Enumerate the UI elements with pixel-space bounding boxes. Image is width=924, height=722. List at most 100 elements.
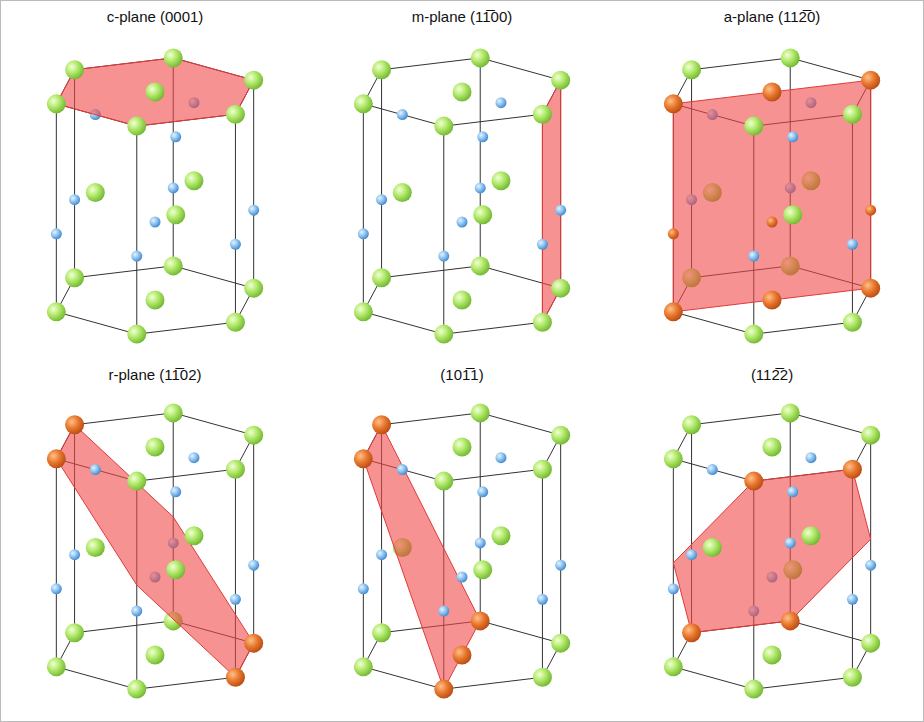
- cell-edge: [235, 114, 236, 322]
- cell-edge: [56, 104, 57, 312]
- gallium-atom: [372, 268, 391, 287]
- gallium-atom: [763, 83, 782, 102]
- plane-title: r-plane (11̅02): [108, 366, 201, 384]
- cell-edge: [692, 413, 791, 425]
- plane-title: (112̅2): [751, 366, 793, 384]
- nitrogen-atom: [495, 452, 506, 463]
- gallium-atom: [551, 426, 570, 445]
- gallium-atom: [491, 171, 510, 190]
- gallium-atom: [244, 634, 263, 653]
- gallium-atom: [744, 680, 763, 699]
- gallium-atom: [184, 171, 203, 190]
- cell-edge: [382, 266, 481, 278]
- nitrogen-atom: [90, 464, 101, 475]
- gallium-atom: [86, 538, 105, 557]
- plane-title: m-plane (11̅00): [412, 8, 513, 26]
- gallium-atom: [127, 472, 146, 491]
- hexagonal-cell: [354, 48, 570, 343]
- gallium-atom: [744, 472, 763, 491]
- gallium-atom: [146, 646, 165, 665]
- nitrogen-atom: [376, 549, 387, 560]
- cell-edge: [56, 312, 136, 334]
- gallium-atom: [354, 94, 373, 113]
- gallium-atom: [763, 291, 782, 310]
- cell-edge: [363, 104, 443, 126]
- nitrogen-atom: [69, 194, 80, 205]
- cell-edge: [56, 459, 57, 667]
- gallium-atom: [434, 117, 453, 136]
- cell-edge: [692, 58, 791, 70]
- plane-title: c-plane (0001): [107, 8, 204, 26]
- gallium-atom: [664, 302, 683, 321]
- hexagonal-cell: [47, 403, 263, 698]
- gallium-atom: [471, 611, 490, 630]
- gallium-atom: [861, 279, 880, 298]
- gallium-atom: [354, 302, 373, 321]
- gallium-atom: [861, 426, 880, 445]
- gallium-atom: [393, 183, 412, 202]
- gallium-atom: [843, 105, 862, 124]
- gallium-atom: [682, 623, 701, 642]
- gallium-atom: [47, 449, 66, 468]
- gallium-atom: [47, 657, 66, 676]
- gallium-atom: [244, 426, 263, 445]
- crystal-plane: [673, 80, 870, 312]
- nitrogen-atom: [188, 452, 199, 463]
- nitrogen-atom: [785, 537, 796, 548]
- gallium-atom: [551, 634, 570, 653]
- gallium-atom: [47, 94, 66, 113]
- nitrogen-atom: [438, 606, 449, 617]
- atoms-front: [354, 403, 570, 698]
- cell-edge: [363, 312, 443, 334]
- gallium-atom: [744, 117, 763, 136]
- cell-edge: [673, 667, 753, 689]
- nitrogen-atom: [358, 228, 369, 239]
- gallium-atom: [473, 560, 492, 579]
- nitrogen-atom: [397, 109, 408, 120]
- nitrogen-atom: [537, 594, 548, 605]
- nitrogen-atom: [131, 606, 142, 617]
- atoms-front: [47, 48, 263, 135]
- gallium-atom: [664, 657, 683, 676]
- cell-edge: [382, 413, 481, 425]
- gallium-atom: [551, 71, 570, 90]
- nitrogen-atom: [248, 205, 259, 216]
- nitrogen-atom: [555, 560, 566, 571]
- nitrogen-atom: [477, 131, 488, 142]
- gallium-atom: [65, 60, 84, 79]
- cell-edge: [137, 322, 236, 334]
- crystal-plane: [56, 425, 253, 678]
- gallium-atom: [244, 71, 263, 90]
- gallium-atom: [166, 560, 185, 579]
- gallium-atom: [65, 268, 84, 287]
- nitrogen-atom: [457, 217, 468, 228]
- gallium-atom: [453, 646, 472, 665]
- nitrogen-atom: [475, 537, 486, 548]
- nitrogen-atom: [748, 251, 759, 262]
- gallium-atom: [146, 438, 165, 457]
- nitrogen-atom: [170, 131, 181, 142]
- nitrogen-atom: [787, 486, 798, 497]
- gallium-atom: [763, 646, 782, 665]
- nitrogen-atom: [865, 560, 876, 571]
- cell-edge: [75, 413, 174, 425]
- cell-edge: [137, 469, 236, 481]
- gallium-atom: [664, 94, 683, 113]
- cell-edge: [443, 126, 444, 334]
- cell-edge: [173, 413, 253, 435]
- gallium-atom: [781, 48, 800, 67]
- gallium-atom: [453, 438, 472, 457]
- nitrogen-atom: [668, 583, 679, 594]
- nitrogen-atom: [847, 239, 858, 250]
- gallium-atom: [861, 634, 880, 653]
- cell-edge: [136, 126, 137, 334]
- cell-edge: [480, 413, 560, 435]
- gallium-atom: [471, 48, 490, 67]
- nitrogen-atom: [555, 205, 566, 216]
- nitrogen-atom: [131, 251, 142, 262]
- nitrogen-atom: [668, 228, 679, 239]
- nitrogen-atom: [707, 464, 718, 475]
- nitrogen-atom: [168, 182, 179, 193]
- crystal-plane: [56, 58, 253, 126]
